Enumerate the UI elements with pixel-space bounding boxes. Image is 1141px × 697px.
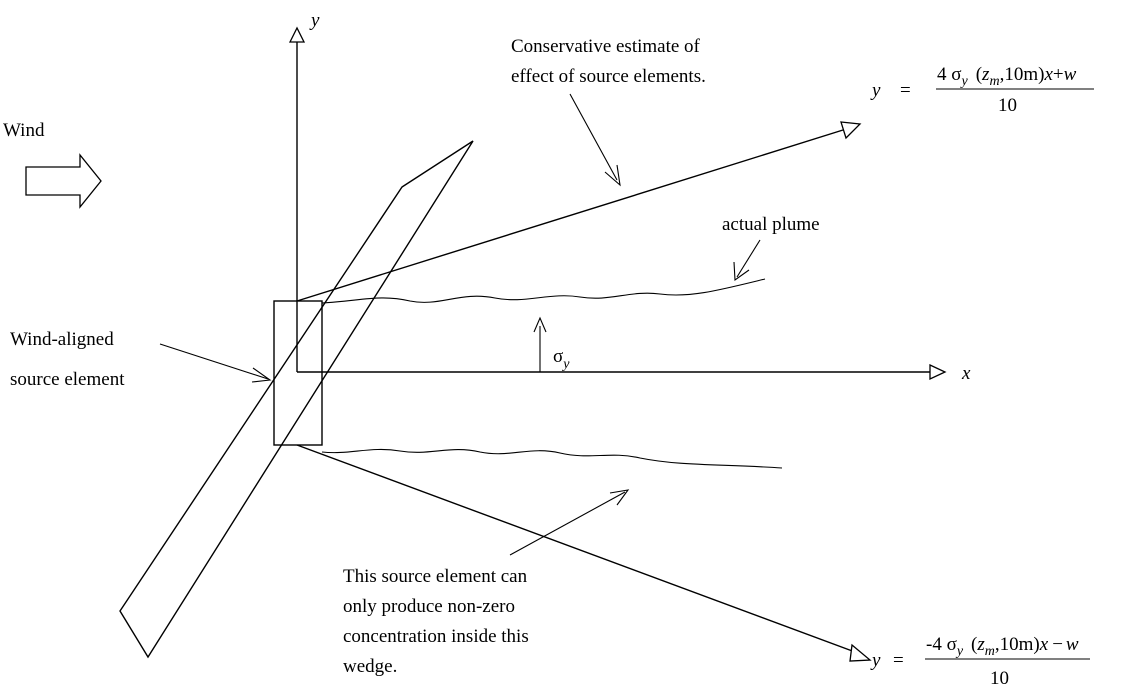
actual-plume-pointer-line: [736, 239, 761, 278]
wind-label: Wind: [3, 120, 45, 141]
lower-eq-denominator: 10: [990, 668, 1009, 689]
conservative-label-line2: effect of source elements.: [511, 66, 706, 87]
upper-equation: y = 4 σy(zm,10m)x+w 10: [870, 64, 1094, 116]
plume-upper-edge: [321, 278, 766, 304]
lower-equation: y = -4 σy(zm,10m)x−w 10: [870, 634, 1090, 689]
upper-eq-numerator: 4 σy(zm,10m)x+w: [937, 64, 1077, 89]
wind-aligned-label-line1: Wind-aligned: [10, 329, 114, 350]
conservative-label-line1: Conservative estimate of: [511, 36, 701, 57]
sigma-label: σy: [553, 346, 570, 372]
x-axis-label: x: [961, 363, 971, 384]
wind-aligned-pointer-arrowhead: [251, 367, 272, 383]
lower-eq-lhs: y: [870, 650, 881, 671]
lower-eq-numerator: -4 σy(zm,10m)x−w: [926, 634, 1079, 659]
rotated-source-element: [119, 140, 474, 659]
wind-arrow-icon: [25, 153, 102, 209]
upper-eq-equals: =: [900, 80, 911, 101]
wedge-label-line2: only produce non-zero: [343, 596, 515, 617]
upper-wedge-arrowhead: [840, 121, 862, 140]
upper-eq-lhs: y: [870, 80, 881, 101]
y-axis-label: y: [309, 10, 320, 31]
upper-wedge-line: [296, 129, 844, 302]
wedge-pointer-arrowhead: [609, 489, 630, 506]
y-axis-arrowhead: [288, 26, 306, 43]
wedge-pointer-line: [509, 491, 626, 556]
sigma-arrowhead: [533, 316, 547, 333]
wedge-label-line1: This source element can: [343, 566, 528, 587]
plume-lower-edge: [321, 448, 783, 469]
x-axis-arrowhead: [929, 363, 947, 381]
wind-aligned-label-line2: source element: [10, 369, 125, 390]
lower-eq-equals: =: [893, 650, 904, 671]
actual-plume-pointer-arrowhead: [733, 261, 750, 282]
lower-wedge-arrowhead: [849, 643, 872, 662]
wedge-label-line4: wedge.: [343, 656, 397, 677]
conservative-pointer-arrowhead: [604, 164, 621, 187]
wedge-label-line3: concentration inside this: [343, 626, 529, 647]
conservative-pointer-line: [569, 93, 618, 181]
upper-eq-denominator: 10: [998, 95, 1017, 116]
lower-wedge-line: [296, 444, 856, 653]
wind-aligned-source-element: [273, 300, 323, 446]
wind-aligned-pointer-line: [159, 343, 269, 380]
actual-plume-label: actual plume: [722, 214, 820, 235]
